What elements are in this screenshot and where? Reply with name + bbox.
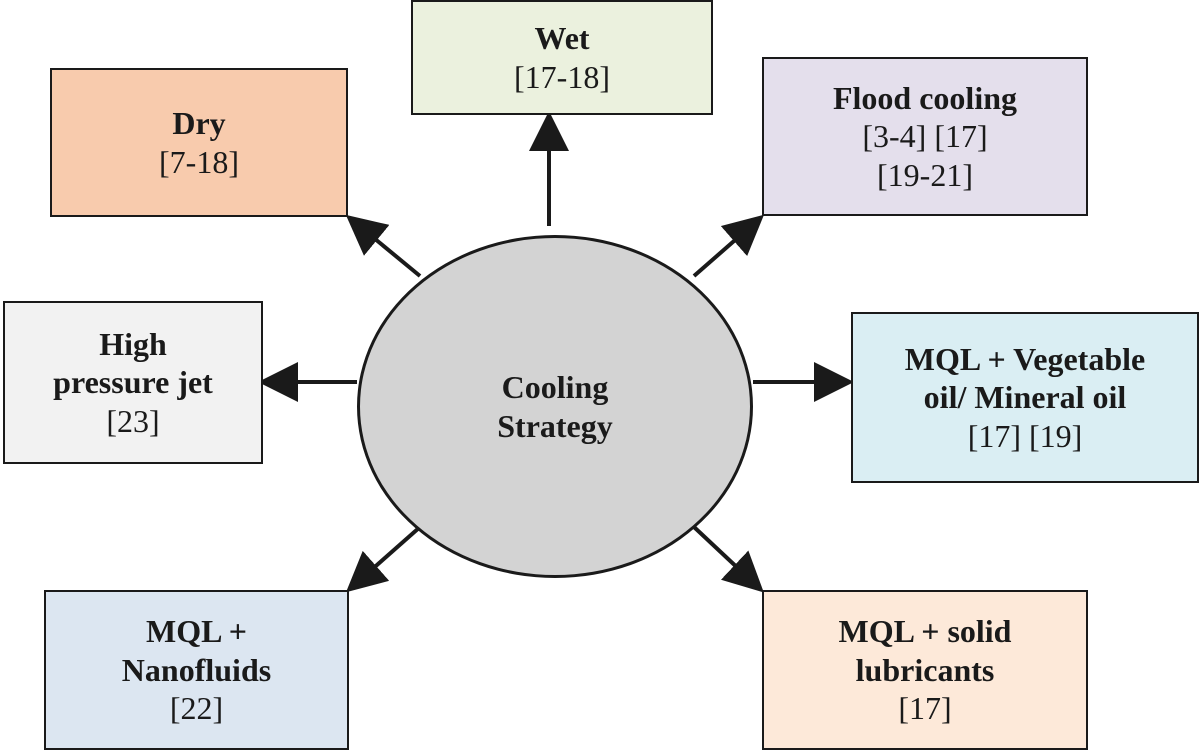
node-high-pressure-jet-title-line-2: pressure jet (53, 364, 213, 401)
node-high-pressure-jet: High pressure jet [23] (3, 301, 263, 464)
node-mql-nanofluids-title-line-2: Nanofluids (121, 651, 272, 688)
center-label-line-1: Cooling (501, 369, 609, 406)
node-mql-nanofluids-title-line-1: MQL + (146, 613, 247, 650)
node-mql-nanofluids: MQL + Nanofluids [22] (44, 590, 349, 750)
node-flood-cooling-refs-line-1: [3-4] [17] (862, 118, 988, 155)
node-dry-refs: [7-18] (159, 143, 239, 181)
node-flood-cooling-refs: [3-4] [17] [19-21] (862, 117, 987, 194)
node-mql-solid-lubricants-refs-line-1: [17] (898, 690, 952, 727)
node-mql-nanofluids-title: MQL + Nanofluids (122, 612, 271, 689)
center-label-line-2: Strategy (497, 407, 613, 444)
arrow-to-solid (692, 525, 764, 593)
node-mql-nanofluids-refs: [22] (170, 689, 223, 727)
node-mql-vegetable-mineral-oil-title: MQL + Vegetable oil/ Mineral oil (905, 340, 1145, 417)
node-mql-solid-lubricants-title: MQL + solid lubricants (839, 612, 1012, 689)
node-wet-title-line-1: Wet (534, 20, 590, 57)
node-mql-nanofluids-refs-line-1: [22] (169, 690, 224, 727)
node-mql-vegetable-mineral-oil: MQL + Vegetable oil/ Mineral oil [17] [1… (851, 312, 1199, 483)
node-dry-refs-line-1: [7-18] (159, 143, 239, 180)
node-wet-refs-line-1: [17-18] (514, 58, 610, 95)
node-high-pressure-jet-refs-line-1: [23] (106, 402, 160, 439)
arrow-to-flood (692, 214, 765, 278)
node-wet-title: Wet (534, 19, 589, 57)
node-mql-vegetable-mineral-oil-title-line-2: oil/ Mineral oil (923, 379, 1127, 416)
node-flood-cooling-title-line-1: Flood cooling (832, 79, 1017, 116)
node-flood-cooling-title: Flood cooling (833, 79, 1017, 117)
node-high-pressure-jet-title: High pressure jet (53, 325, 213, 402)
node-mql-solid-lubricants: MQL + solid lubricants [17] (762, 590, 1088, 750)
arrow-to-nano (346, 525, 422, 593)
node-wet-refs: [17-18] (514, 58, 610, 96)
center-node-cooling-strategy: Cooling Strategy (357, 235, 753, 578)
node-mql-vegetable-mineral-oil-title-line-1: MQL + Vegetable (904, 340, 1146, 377)
node-mql-solid-lubricants-title-line-1: MQL + solid (838, 613, 1012, 650)
node-dry: Dry [7-18] (50, 68, 348, 217)
node-mql-vegetable-mineral-oil-refs-line-1: [17] [19] (967, 417, 1083, 454)
node-high-pressure-jet-refs: [23] (106, 402, 159, 440)
node-flood-cooling-refs-line-2: [19-21] (877, 156, 973, 193)
node-flood-cooling: Flood cooling [3-4] [17] [19-21] (762, 57, 1088, 216)
node-high-pressure-jet-title-line-1: High (99, 325, 167, 362)
node-mql-vegetable-mineral-oil-refs: [17] [19] (968, 417, 1083, 455)
node-dry-title: Dry (172, 104, 225, 142)
node-mql-solid-lubricants-title-line-2: lubricants (855, 651, 995, 688)
node-mql-solid-lubricants-refs: [17] (898, 689, 951, 727)
node-dry-title-line-1: Dry (172, 105, 226, 142)
node-wet: Wet [17-18] (411, 0, 713, 115)
arrow-to-dry (345, 214, 422, 278)
